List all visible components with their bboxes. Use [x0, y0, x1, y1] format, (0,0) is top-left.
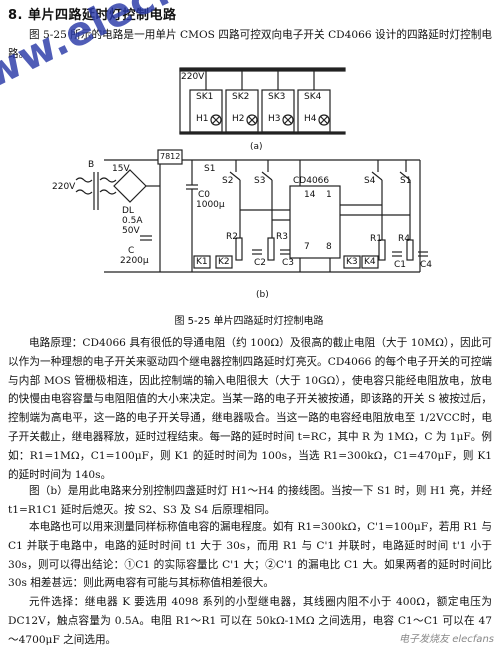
- paragraph-components: 元件选择：继电器 K 要选用 4098 系列的小型继电器，其线圈内阻不小于 40…: [8, 596, 492, 646]
- label-2200u: 2200μ: [120, 256, 149, 266]
- figure-label-b: (b): [256, 290, 269, 300]
- label-pin14: 14: [304, 190, 316, 200]
- label-15v: 15V: [112, 164, 130, 174]
- resistor-r2: [235, 237, 243, 261]
- label-pin7: 7: [304, 242, 310, 252]
- lamp-h2: [246, 114, 258, 126]
- label-s4: S4: [364, 176, 376, 186]
- label-r4: R4: [398, 234, 410, 244]
- regulator-7812: [157, 149, 183, 165]
- label-220v-a: 220V: [181, 72, 205, 82]
- label-c2: C2: [254, 258, 267, 268]
- label-r3: R3: [276, 232, 288, 242]
- paragraph-wiring: 图（b）是用此电路来分别控制四盏延时灯 H1～H4 的接线图。当按一下 S1 时…: [8, 485, 492, 516]
- label-b: B: [88, 160, 95, 170]
- relay-k1: [193, 255, 211, 269]
- label-c1: C1: [394, 260, 407, 270]
- label-220v-b: 220V: [52, 182, 76, 192]
- figure-caption: 图 5-25 单片四路延时灯控制电路: [174, 316, 324, 327]
- label-r2: R2: [226, 232, 238, 242]
- label-h2: H2: [232, 114, 245, 124]
- label-s2: S2: [222, 176, 234, 186]
- label-sk4: SK4: [304, 92, 322, 102]
- resistor-r3: [267, 237, 275, 261]
- resistor-r4: [406, 239, 414, 261]
- label-pin1: 1: [326, 190, 332, 200]
- label-h4: H4: [304, 114, 317, 124]
- paragraph-measure: 本电路也可以用来测量同样标称值电容的漏电程度。如有 R1=300kΩ，C'1=1…: [8, 521, 492, 590]
- label-05a: 0.5A: [122, 216, 143, 226]
- intro-paragraph: 图 5-25 所示的电路是一用单片 CMOS 四路可控双向电子开关 CD4066…: [8, 29, 492, 60]
- label-7812: 7812: [160, 152, 181, 161]
- label-k2: K2: [218, 257, 230, 267]
- label-s1-right: S1: [400, 176, 412, 186]
- label-r1: R1: [370, 234, 382, 244]
- bridge-rectifier: [113, 169, 147, 203]
- label-sk2: SK2: [232, 92, 250, 102]
- label-k1: K1: [196, 257, 208, 267]
- circuit-figure: [75, 67, 428, 273]
- lamp-h4: [318, 114, 330, 126]
- label-sk3: SK3: [268, 92, 286, 102]
- figure-label-a: (a): [250, 142, 263, 152]
- paragraph-principle: 电路原理：CD4066 具有很低的导通电阻（约 100Ω）及很高的截止电阻（大于…: [8, 337, 492, 481]
- label-h3: H3: [268, 114, 281, 124]
- relay-k2: [215, 255, 233, 269]
- label-pin8: 8: [326, 242, 332, 252]
- lamp-h3: [282, 114, 294, 126]
- lamp-h1: [210, 114, 222, 126]
- label-sk1: SK1: [196, 92, 214, 102]
- label-cd4066: CD4066: [293, 176, 330, 186]
- relay-k3: [343, 255, 361, 269]
- label-c0: C0: [198, 190, 211, 200]
- label-s3: S3: [254, 176, 266, 186]
- label-k3: K3: [346, 257, 358, 267]
- label-k4: K4: [364, 257, 376, 267]
- section-heading: 8. 单片四路延时灯控制电路: [8, 8, 177, 23]
- label-s1-b: S1: [204, 164, 216, 174]
- label-h1: H1: [196, 114, 209, 124]
- label-c: C: [128, 246, 135, 256]
- label-50v: 50V: [122, 226, 140, 236]
- relay-k4: [361, 255, 379, 269]
- label-c3: C3: [282, 258, 295, 268]
- label-1000u: 1000μ: [196, 200, 225, 210]
- label-c4: C4: [420, 260, 433, 270]
- label-dl: DL: [122, 206, 134, 216]
- watermark-corner: 电子发烧友 elecfans: [399, 634, 494, 645]
- cd4066-chip: [289, 185, 341, 259]
- resistor-r1: [378, 239, 386, 261]
